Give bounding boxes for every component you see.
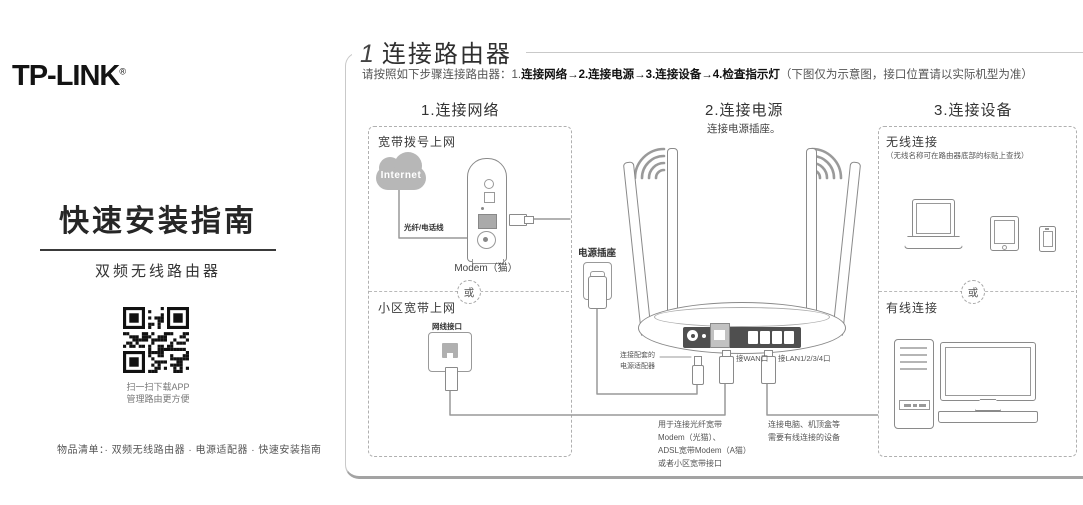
- intro-prefix: 请按照如下步骤连接路由器：1.: [362, 69, 522, 81]
- section-title: 连接路由器: [381, 41, 512, 68]
- step1-option-b-label: 小区宽带上网: [378, 301, 457, 315]
- wall-socket-jack: [442, 343, 458, 358]
- power-adapter-plug: [588, 276, 607, 309]
- socket-to-wan-cable: [449, 382, 726, 416]
- router-back-panel: [683, 323, 801, 348]
- guide-subtitle: 双频无线路由器: [94, 263, 221, 280]
- fiber-cable-label: 光纤/电话线: [404, 223, 444, 232]
- socket-label: 网线接口: [432, 322, 462, 331]
- guide-title: 快速安装指南: [40, 196, 276, 251]
- brand-text: TP-LINK: [12, 60, 120, 92]
- modem-led: [481, 207, 484, 210]
- step3-or-badge: 或: [961, 280, 985, 304]
- laptop-screen: [912, 199, 955, 238]
- intro-line: 请按照如下步骤连接路由器：1.连接网络→2.连接电源→3.连接设备→4.检查指示…: [362, 66, 1062, 82]
- step1-option-a-label: 宽带拨号上网: [378, 135, 457, 149]
- pc-drive-bay: [899, 400, 930, 410]
- pc-tower: [894, 339, 934, 429]
- wan-note: 用于连接光纤宽带 Modem（光猫）、 ADSL宽带Modem（A猫） 或者小区…: [658, 418, 751, 470]
- router-reset-button: [702, 334, 706, 338]
- modem-power-port: [484, 179, 494, 189]
- modem-label: Modem（猫）: [454, 263, 518, 274]
- modem-line-port: [477, 231, 496, 249]
- wan-plug: [719, 356, 734, 384]
- intro-steps: 连接网络→2.连接电源→3.连接设备→4.检查指示灯: [521, 69, 780, 81]
- lan-port-label: 接LAN1/2/3/4口: [778, 354, 831, 363]
- wan-note-line2: Modem（光猫）、: [658, 433, 721, 442]
- intro-note: （下图仅为示意图，接口位置请以实际机型为准）: [779, 69, 1033, 81]
- modem-switch: [484, 192, 495, 203]
- modem-device: [467, 158, 507, 264]
- qr-caption-line1: 扫一扫下载APP: [126, 382, 190, 392]
- wan-note-line3: ADSL宽带Modem（A猫）: [658, 446, 751, 455]
- adapter-note-line1: 连接配套的: [620, 352, 655, 359]
- lan-plug: [761, 356, 776, 384]
- laptop-base: [904, 236, 963, 249]
- wan-note-line4: 或者小区宽带接口: [658, 459, 722, 468]
- ethernet-plug-tip: [524, 216, 534, 224]
- wan-note-line1: 用于连接光纤宽带: [658, 420, 722, 429]
- qr-code-image: [123, 307, 189, 373]
- tablet-device: [990, 216, 1019, 251]
- wireless-label: 无线连接: [886, 135, 939, 149]
- step2-title: 2.连接电源: [705, 102, 784, 119]
- packing-list: 物品清单：· 双频无线路由器 · 电源适配器 · 快速安装指南: [57, 445, 322, 456]
- internet-label: Internet: [380, 170, 422, 181]
- router-wifi-waves-left: [633, 147, 666, 180]
- modem-base: [472, 259, 504, 264]
- wan-port-label: 接WAN口: [736, 354, 769, 363]
- pc-keyboard: [938, 411, 1038, 423]
- phone-device: [1039, 226, 1056, 252]
- qr-caption-line2: 管理路由更方便: [126, 394, 190, 404]
- registered-mark: ®: [119, 66, 126, 77]
- router-top-rim: [654, 307, 830, 327]
- lan-to-pc-cable: [766, 382, 895, 416]
- wall-socket: [428, 332, 472, 372]
- lan-note-line2: 需要有线连接的设备: [768, 433, 840, 442]
- lan-port: [784, 331, 794, 344]
- adapter-note-line2: 电源适配器: [620, 363, 655, 370]
- router-wan-port: [710, 323, 730, 348]
- pc-monitor: [940, 342, 1036, 401]
- step2-subtitle: 连接电源插座。: [707, 123, 781, 135]
- lan-note: 连接电脑、机顶盒等 需要有线连接的设备: [768, 418, 840, 444]
- power-connector: [692, 365, 704, 385]
- modem-ethernet-port: [478, 214, 497, 229]
- step1-or-badge: 或: [457, 280, 481, 304]
- qr-code: [123, 307, 189, 373]
- step1-title: 1.连接网络: [421, 102, 500, 119]
- fiber-cable: [398, 189, 471, 239]
- section-number: 1: [360, 40, 376, 68]
- wireless-note: （无线名称可在路由器底部的标贴上查找）: [886, 151, 1029, 160]
- wired-label: 有线连接: [886, 301, 939, 315]
- outlet-label: 电源插座: [578, 248, 617, 259]
- lan-note-line1: 连接电脑、机顶盒等: [768, 420, 840, 429]
- lan-port: [772, 331, 782, 344]
- router-power-port: [687, 330, 698, 341]
- socket-plug: [445, 367, 458, 391]
- brand-logo: TP-LINK®: [12, 60, 126, 93]
- step3-title: 3.连接设备: [934, 102, 1013, 119]
- guide-title-block: 快速安装指南 双频无线路由器: [40, 196, 276, 281]
- power-cable: [596, 306, 698, 395]
- lan-port: [760, 331, 770, 344]
- lan-port: [748, 331, 758, 344]
